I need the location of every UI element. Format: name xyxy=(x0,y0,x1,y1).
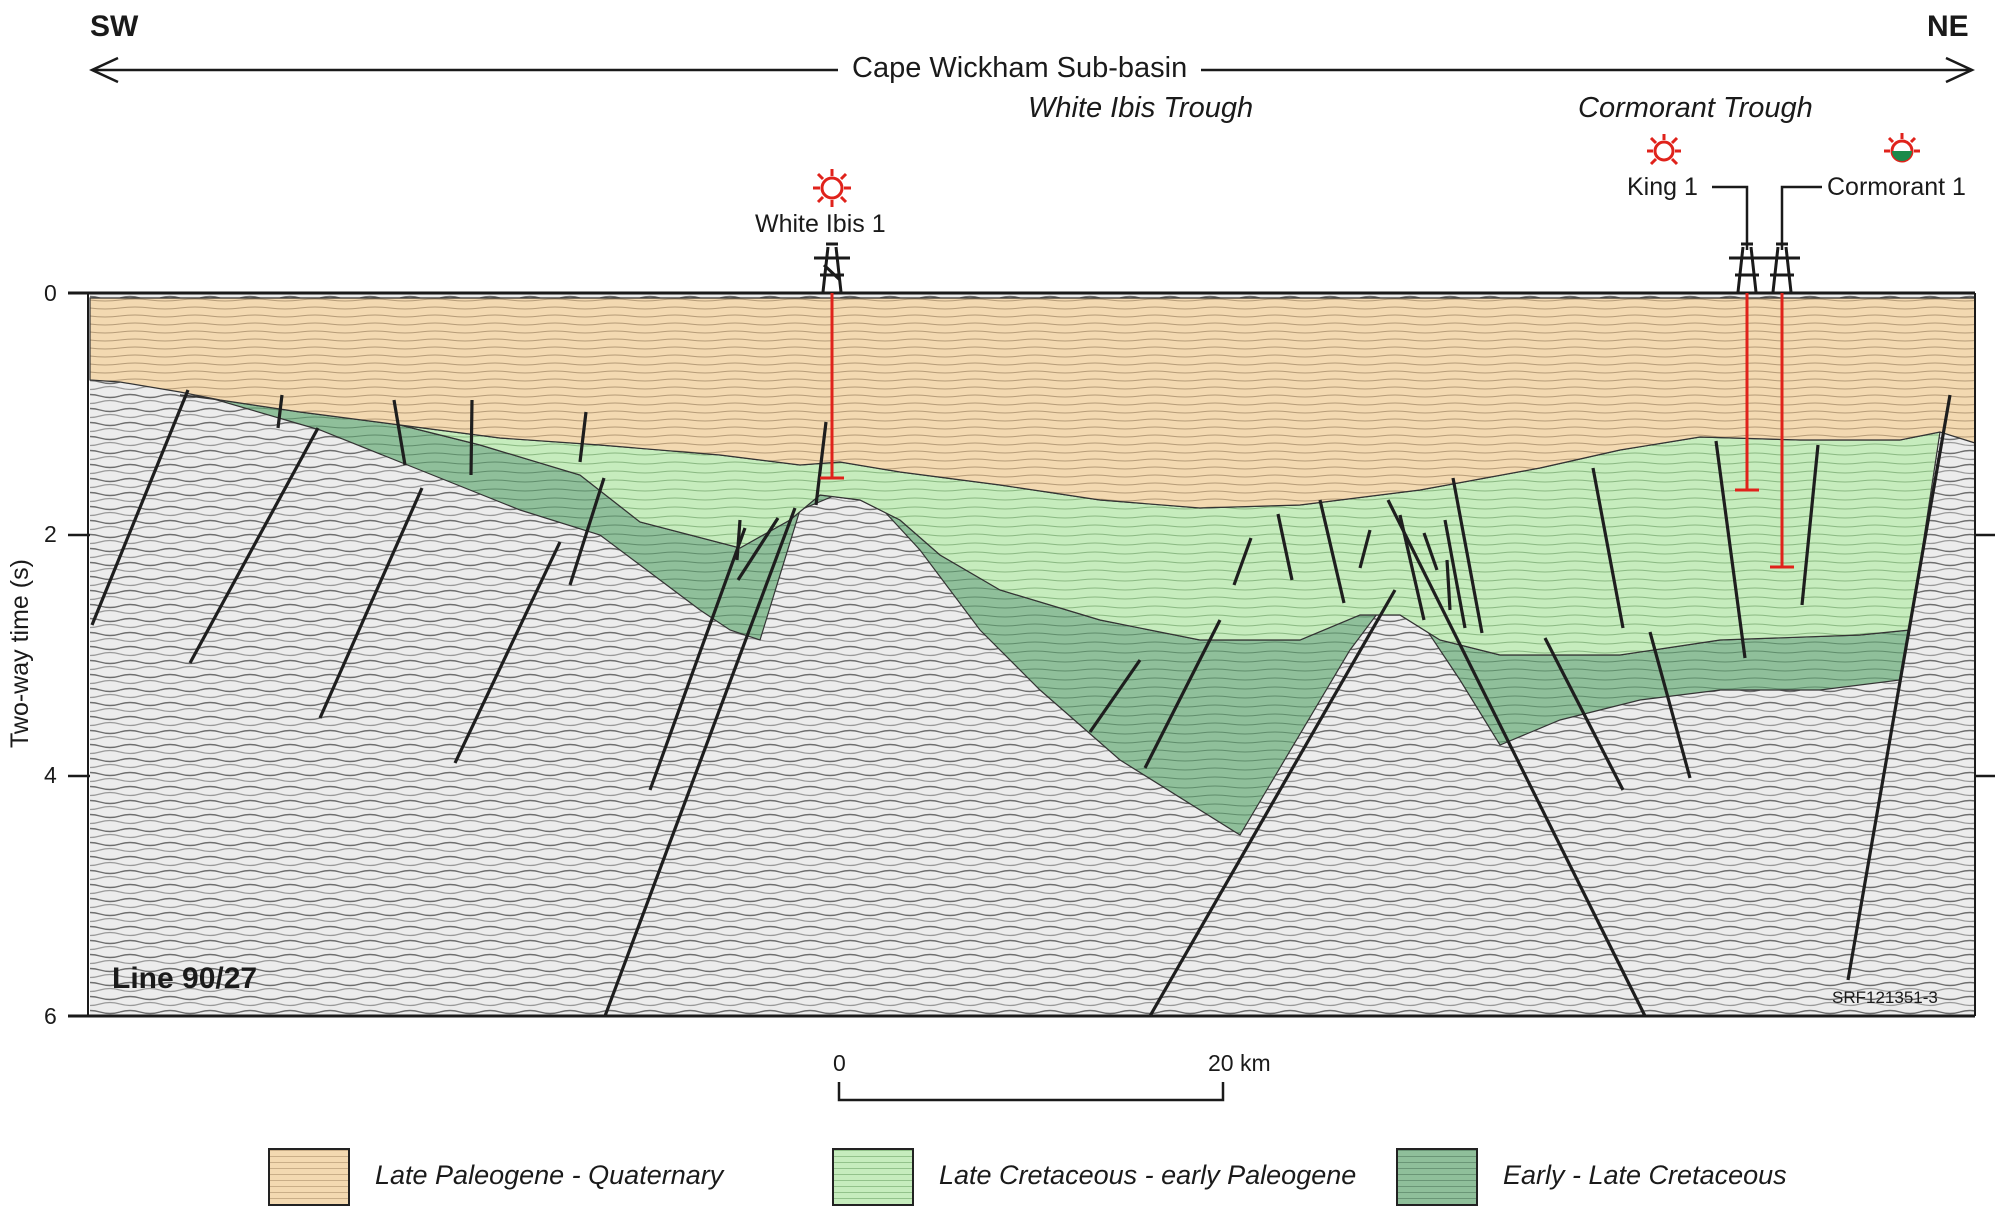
scale-start-label: 0 xyxy=(833,1050,846,1076)
legend-swatch-paleogene-quaternary xyxy=(268,1148,350,1206)
gas-show-icon xyxy=(813,169,851,207)
y-tick-4: 4 xyxy=(44,762,57,788)
fault-lines xyxy=(90,389,1952,1017)
derrick-icon-king xyxy=(1729,242,1765,293)
trough-label-white-ibis: White Ibis Trough xyxy=(1028,92,1254,124)
basin-name: Cape Wickham Sub-basin xyxy=(838,52,1202,85)
derrick-icon-cormorant xyxy=(1764,242,1800,293)
well-symbols xyxy=(813,133,1920,293)
y-tick-2: 2 xyxy=(44,521,57,547)
legend-label-paleogene-quaternary: Late Paleogene - Quaternary xyxy=(375,1160,724,1190)
direction-ne: NE xyxy=(1927,10,1969,43)
legend-label-cretaceous-paleogene: Late Cretaceous - early Paleogene xyxy=(939,1160,1357,1190)
figure-code: SRF121351-3 xyxy=(1832,988,1938,1007)
direction-sw: SW xyxy=(90,10,139,43)
well-tracks xyxy=(820,293,1794,569)
gas-show-icon xyxy=(1647,134,1681,166)
derrick-icon-white-ibis xyxy=(814,242,850,293)
y-tick-0: 0 xyxy=(44,280,57,306)
scale-end-label: 20 km xyxy=(1208,1050,1271,1076)
axis-tick-marks xyxy=(68,533,1995,778)
y-tick-6: 6 xyxy=(44,1003,57,1029)
oil-gas-show-icon xyxy=(1884,133,1920,163)
legend-swatch-cretaceous-paleogene xyxy=(832,1148,914,1206)
trough-label-cormorant: Cormorant Trough xyxy=(1578,92,1813,124)
well-label-king: King 1 xyxy=(1627,173,1698,201)
y-axis-label: Two-way time (s) xyxy=(6,559,34,748)
well-label-white-ibis: White Ibis 1 xyxy=(755,210,886,238)
late-paleogene-quaternary-unit xyxy=(89,297,1976,509)
legend-swatch-early-late-cretaceous xyxy=(1396,1148,1478,1206)
well-label-cormorant: Cormorant 1 xyxy=(1827,173,1966,201)
seismic-line-label: Line 90/27 xyxy=(112,962,258,995)
scale-bar xyxy=(837,1082,1225,1102)
legend-label-early-late-cretaceous: Early - Late Cretaceous xyxy=(1503,1160,1787,1190)
